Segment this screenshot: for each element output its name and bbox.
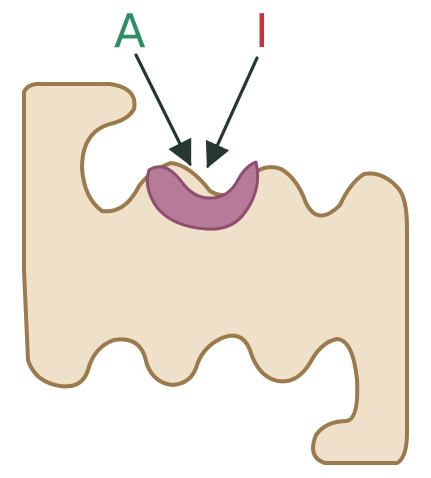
arrow-a bbox=[136, 55, 190, 164]
arrow-i bbox=[208, 58, 257, 166]
membrane-body bbox=[24, 84, 407, 463]
label-a: A bbox=[114, 4, 146, 58]
label-i: I bbox=[255, 4, 269, 58]
